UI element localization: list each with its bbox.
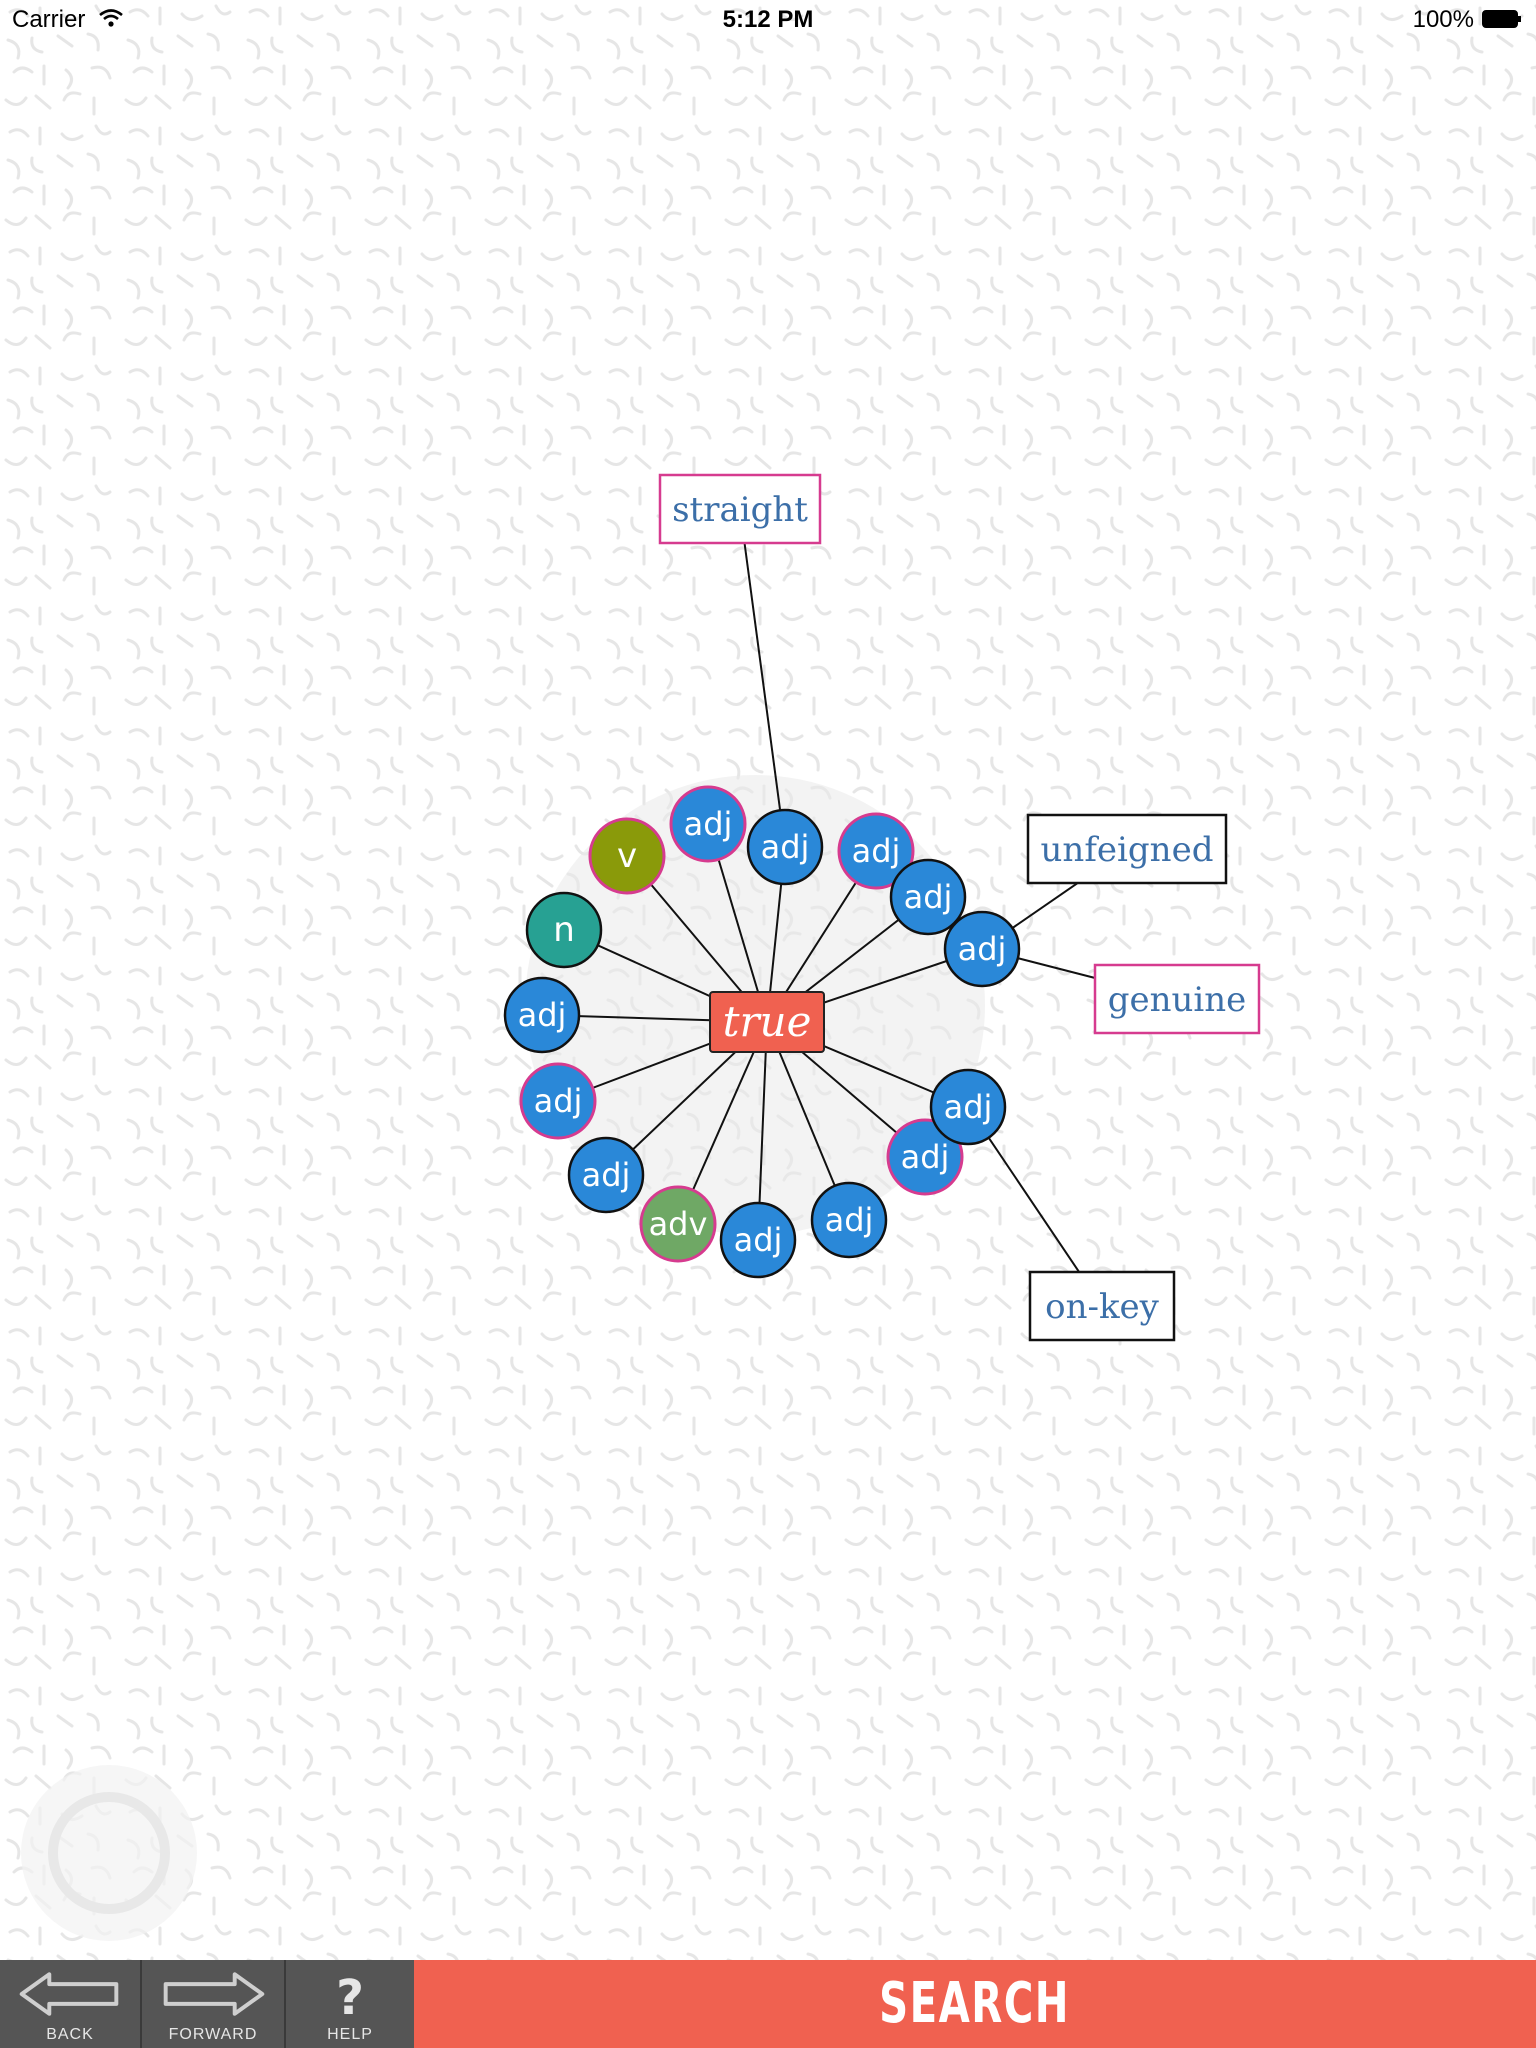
forward-arrow-icon xyxy=(163,1972,265,2016)
pos-node-adj[interactable]: adj xyxy=(943,910,1021,988)
bottom-toolbar: BACK FORWARD ? HELP SEARCH xyxy=(0,1960,1536,2048)
pos-node-label: adj xyxy=(852,832,901,870)
pos-node-adj[interactable]: adj xyxy=(503,976,581,1054)
back-button[interactable]: BACK xyxy=(0,1960,142,2048)
forward-label: FORWARD xyxy=(168,2026,258,2043)
pos-node-n[interactable]: n xyxy=(525,891,603,969)
pos-node-adj[interactable]: adj xyxy=(519,1062,597,1140)
forward-button[interactable]: FORWARD xyxy=(142,1960,286,2048)
edge-word-0 xyxy=(739,508,786,848)
word-node-genuine[interactable]: genuine xyxy=(1093,963,1261,1035)
pos-node-adj[interactable]: adj xyxy=(889,858,967,936)
pos-node-label: adj xyxy=(901,1138,950,1176)
wifi-icon xyxy=(99,9,123,27)
pos-node-label: adj xyxy=(958,930,1007,968)
pos-node-adv[interactable]: adv xyxy=(639,1185,717,1263)
pos-node-label: adv xyxy=(649,1205,708,1243)
pos-node-label: adj xyxy=(534,1082,583,1120)
word-node-straight[interactable]: straight xyxy=(658,473,822,545)
pos-node-label: v xyxy=(617,836,637,876)
help-watermark-icon xyxy=(21,1765,197,1941)
word-node-label: genuine xyxy=(1108,980,1247,1020)
pos-node-label: n xyxy=(553,910,575,950)
pos-node-label: adj xyxy=(582,1156,631,1194)
center-word-node[interactable]: true xyxy=(709,991,825,1053)
search-button[interactable]: SEARCH xyxy=(414,1960,1536,2048)
pos-node-label: adj xyxy=(825,1201,874,1239)
svg-text:?: ? xyxy=(336,1970,364,2022)
battery-percent: 100% xyxy=(1412,6,1474,33)
pos-node-adj[interactable]: adj xyxy=(567,1136,645,1214)
word-node-on-key[interactable]: on-key xyxy=(1028,1270,1176,1342)
pos-node-label: adj xyxy=(734,1221,783,1259)
word-node-label: straight xyxy=(672,490,808,530)
battery-icon xyxy=(1482,10,1521,28)
help-button[interactable]: ? HELP xyxy=(286,1960,414,2048)
pos-node-adj[interactable]: adj xyxy=(746,808,824,886)
word-node-label: unfeigned xyxy=(1041,830,1214,870)
search-label: SEARCH xyxy=(879,1971,1071,2036)
pos-node-label: adj xyxy=(684,805,733,843)
pos-node-v[interactable]: v xyxy=(588,817,666,895)
pos-node-label: adj xyxy=(518,996,567,1034)
back-arrow-icon xyxy=(19,1972,119,2016)
pos-node-adj[interactable]: adj xyxy=(837,812,915,890)
help-label: HELP xyxy=(327,2026,373,2043)
carrier-label: Carrier xyxy=(12,6,86,33)
back-label: BACK xyxy=(46,2026,94,2043)
pos-node-adj[interactable]: adj xyxy=(810,1181,888,1259)
pos-node-adj[interactable]: adj xyxy=(719,1201,797,1279)
pos-node-label: adj xyxy=(944,1088,993,1126)
pos-node-adj[interactable]: adj xyxy=(669,785,747,863)
pos-node-adj[interactable]: adj xyxy=(929,1068,1007,1146)
help-icon: ? xyxy=(336,1970,364,2022)
pos-node-adj[interactable]: adj xyxy=(886,1118,964,1196)
pos-node-label: adj xyxy=(904,878,953,916)
word-node-label: on-key xyxy=(1045,1287,1160,1327)
center-word-label: true xyxy=(723,997,812,1046)
status-bar: Carrier 5:12 PM 100% xyxy=(0,0,1536,40)
clock: 5:12 PM xyxy=(722,6,814,33)
pos-node-label: adj xyxy=(761,828,810,866)
word-node-unfeigned[interactable]: unfeigned xyxy=(1026,813,1228,885)
